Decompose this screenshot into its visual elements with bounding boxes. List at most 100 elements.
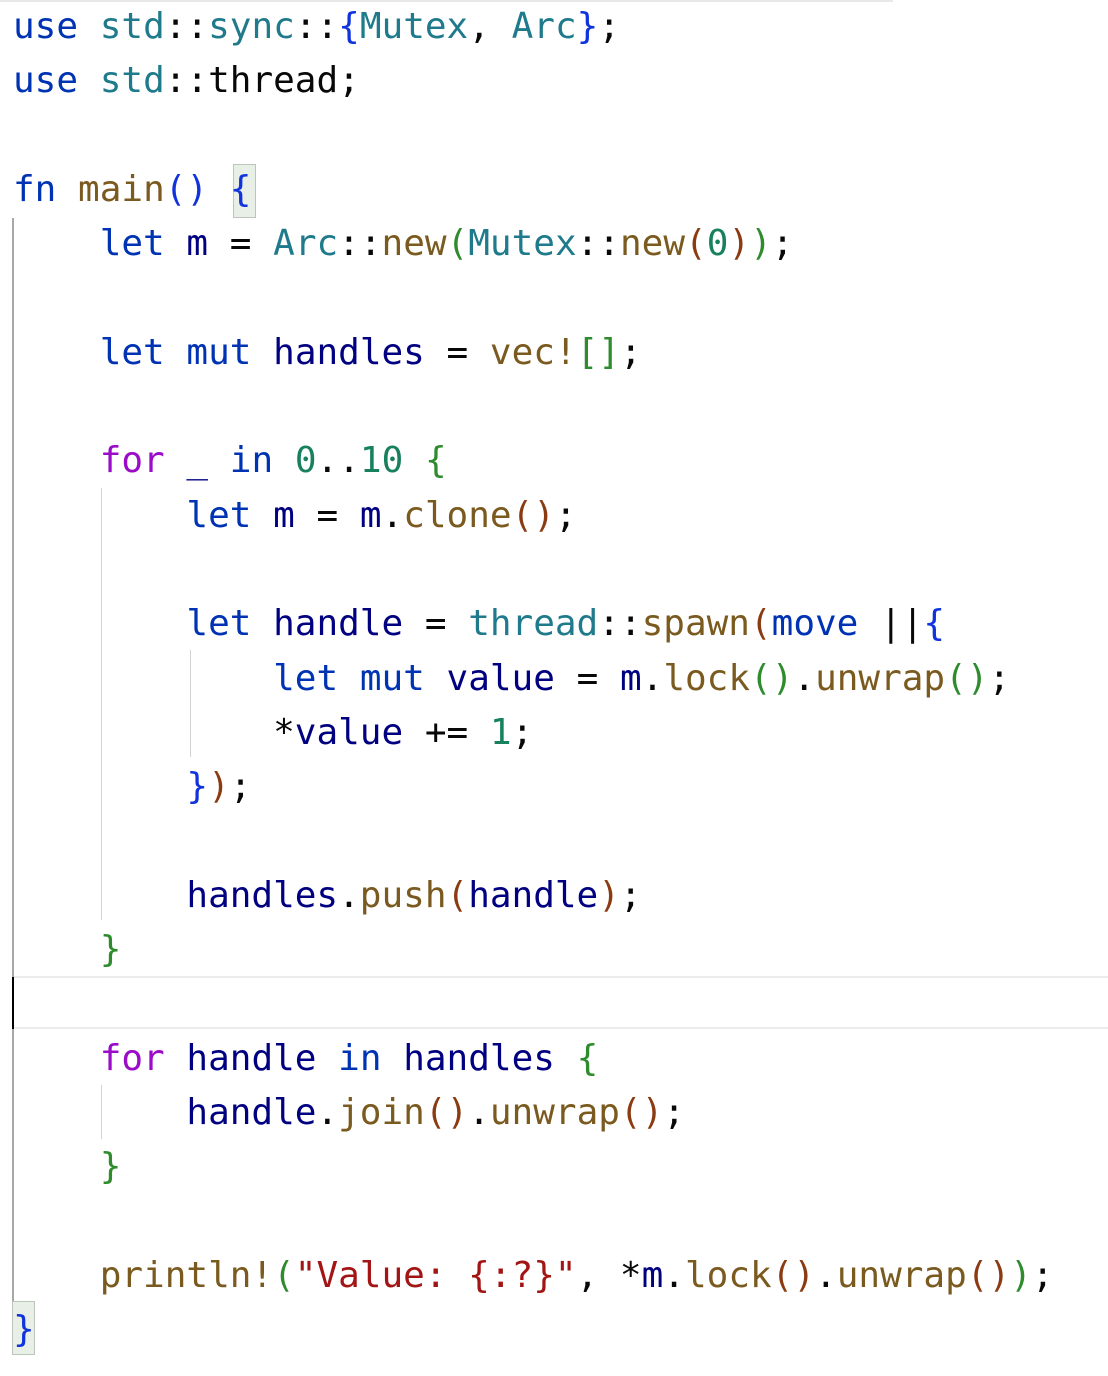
code-line[interactable]: let mut value = m.lock().unwrap(); [13, 652, 1010, 706]
code-token [251, 332, 273, 373]
code-line[interactable]: let m = Arc::new(Mutex::new(0)); [13, 217, 794, 271]
code-token: move [771, 603, 859, 645]
code-token: new [381, 223, 447, 265]
code-token: lock [684, 1254, 772, 1296]
code-token: m [641, 1254, 664, 1296]
code-line[interactable]: handles.push(handle); [13, 869, 641, 923]
code-token [13, 875, 186, 916]
code-token: vec! [489, 331, 577, 373]
code-token: } [13, 1309, 35, 1351]
code-line[interactable]: for _ in 0..10 { [13, 434, 447, 488]
code-token: () [164, 168, 209, 210]
code-token: let [273, 657, 339, 699]
code-token: std [99, 6, 165, 47]
code-line[interactable]: for handle in handles { [13, 1032, 599, 1086]
code-token [13, 1092, 186, 1133]
code-token [13, 766, 186, 807]
code-line[interactable]: *value += 1; [13, 706, 533, 760]
code-token: thread [208, 60, 339, 102]
code-line[interactable]: let handle = thread::spawn(move ||{ [13, 597, 945, 651]
code-line[interactable]: let mut handles = vec![]; [13, 326, 642, 380]
code-token: [] [576, 331, 620, 373]
code-token: unwrap [836, 1254, 967, 1296]
code-token: . [381, 494, 404, 536]
code-line[interactable]: let m = m.clone(); [13, 489, 577, 543]
code-token: clone [403, 494, 512, 536]
code-token [13, 1038, 100, 1079]
code-token: , [468, 6, 512, 47]
indent-guide-for-loop [101, 488, 102, 920]
code-token: fn [13, 168, 57, 210]
code-token [13, 1255, 100, 1296]
code-token: sync [208, 6, 295, 47]
code-token: ; [988, 657, 1011, 699]
code-token: handle [186, 1092, 317, 1133]
code-token: ; [229, 766, 252, 808]
code-token: ( [273, 1254, 295, 1296]
code-token: ) [750, 223, 772, 265]
code-token: ; [598, 6, 620, 47]
code-token: ; [663, 1092, 685, 1133]
code-line[interactable]: handle.join().unwrap(); [13, 1086, 685, 1140]
code-token: :: [164, 60, 209, 102]
code-line[interactable]: println!("Value: {:?}", *m.lock().unwrap… [13, 1249, 1054, 1303]
code-token: = [554, 657, 620, 699]
code-token: = [294, 494, 360, 536]
code-token [251, 603, 273, 644]
code-token [165, 223, 187, 264]
code-token: in [338, 1037, 382, 1079]
brace-match-open [233, 164, 256, 218]
top-divider [0, 0, 893, 2]
code-token: () [511, 494, 555, 536]
code-token: push [359, 874, 447, 916]
code-token: ; [554, 494, 577, 536]
code-token: ) [208, 766, 230, 808]
code-token: :: [338, 223, 382, 265]
code-token [165, 332, 187, 373]
code-token: m [359, 494, 382, 536]
code-token: . [641, 657, 664, 699]
code-token: () [424, 1092, 469, 1133]
code-line[interactable]: use std::sync::{Mutex, Arc}; [13, 0, 620, 54]
code-token: unwrap [489, 1092, 620, 1133]
code-token: for [99, 1037, 165, 1079]
code-line[interactable]: } [13, 1140, 122, 1194]
code-token: std [99, 60, 165, 102]
code-token [403, 440, 425, 481]
code-token [208, 169, 230, 210]
code-token: value [294, 711, 404, 753]
code-line[interactable]: } [13, 923, 122, 977]
code-token: new [619, 223, 686, 265]
code-line[interactable]: use std::thread; [13, 54, 360, 108]
code-token: * [273, 711, 295, 753]
code-token: { [229, 168, 252, 210]
code-line[interactable]: } [13, 1303, 35, 1357]
code-token: = [424, 331, 490, 373]
code-token: use [13, 60, 79, 102]
code-token: } [186, 766, 209, 808]
code-line[interactable]: }); [13, 760, 251, 814]
code-token: ( [446, 223, 469, 265]
code-token: . [663, 1254, 685, 1296]
code-token: ( [685, 223, 707, 265]
code-token [13, 929, 100, 970]
code-token: handle [468, 874, 599, 916]
code-token: lock [663, 657, 751, 699]
indent-guide-main [12, 218, 14, 1301]
code-token: ( [446, 874, 469, 916]
code-token: :: [294, 6, 339, 47]
code-token: ; [338, 60, 360, 102]
code-token: handles [186, 874, 339, 916]
code-token: handles [403, 1037, 555, 1079]
code-token: let [186, 603, 252, 645]
code-token: "Value: {:?}" [294, 1254, 577, 1296]
code-token [165, 440, 187, 481]
code-line[interactable]: fn main() { [13, 163, 251, 217]
code-token: ; [771, 223, 794, 265]
code-token [251, 495, 273, 536]
code-token: 0 [294, 440, 317, 482]
code-token: Mutex [468, 223, 577, 265]
code-token [78, 6, 100, 47]
code-token: () [750, 657, 794, 699]
